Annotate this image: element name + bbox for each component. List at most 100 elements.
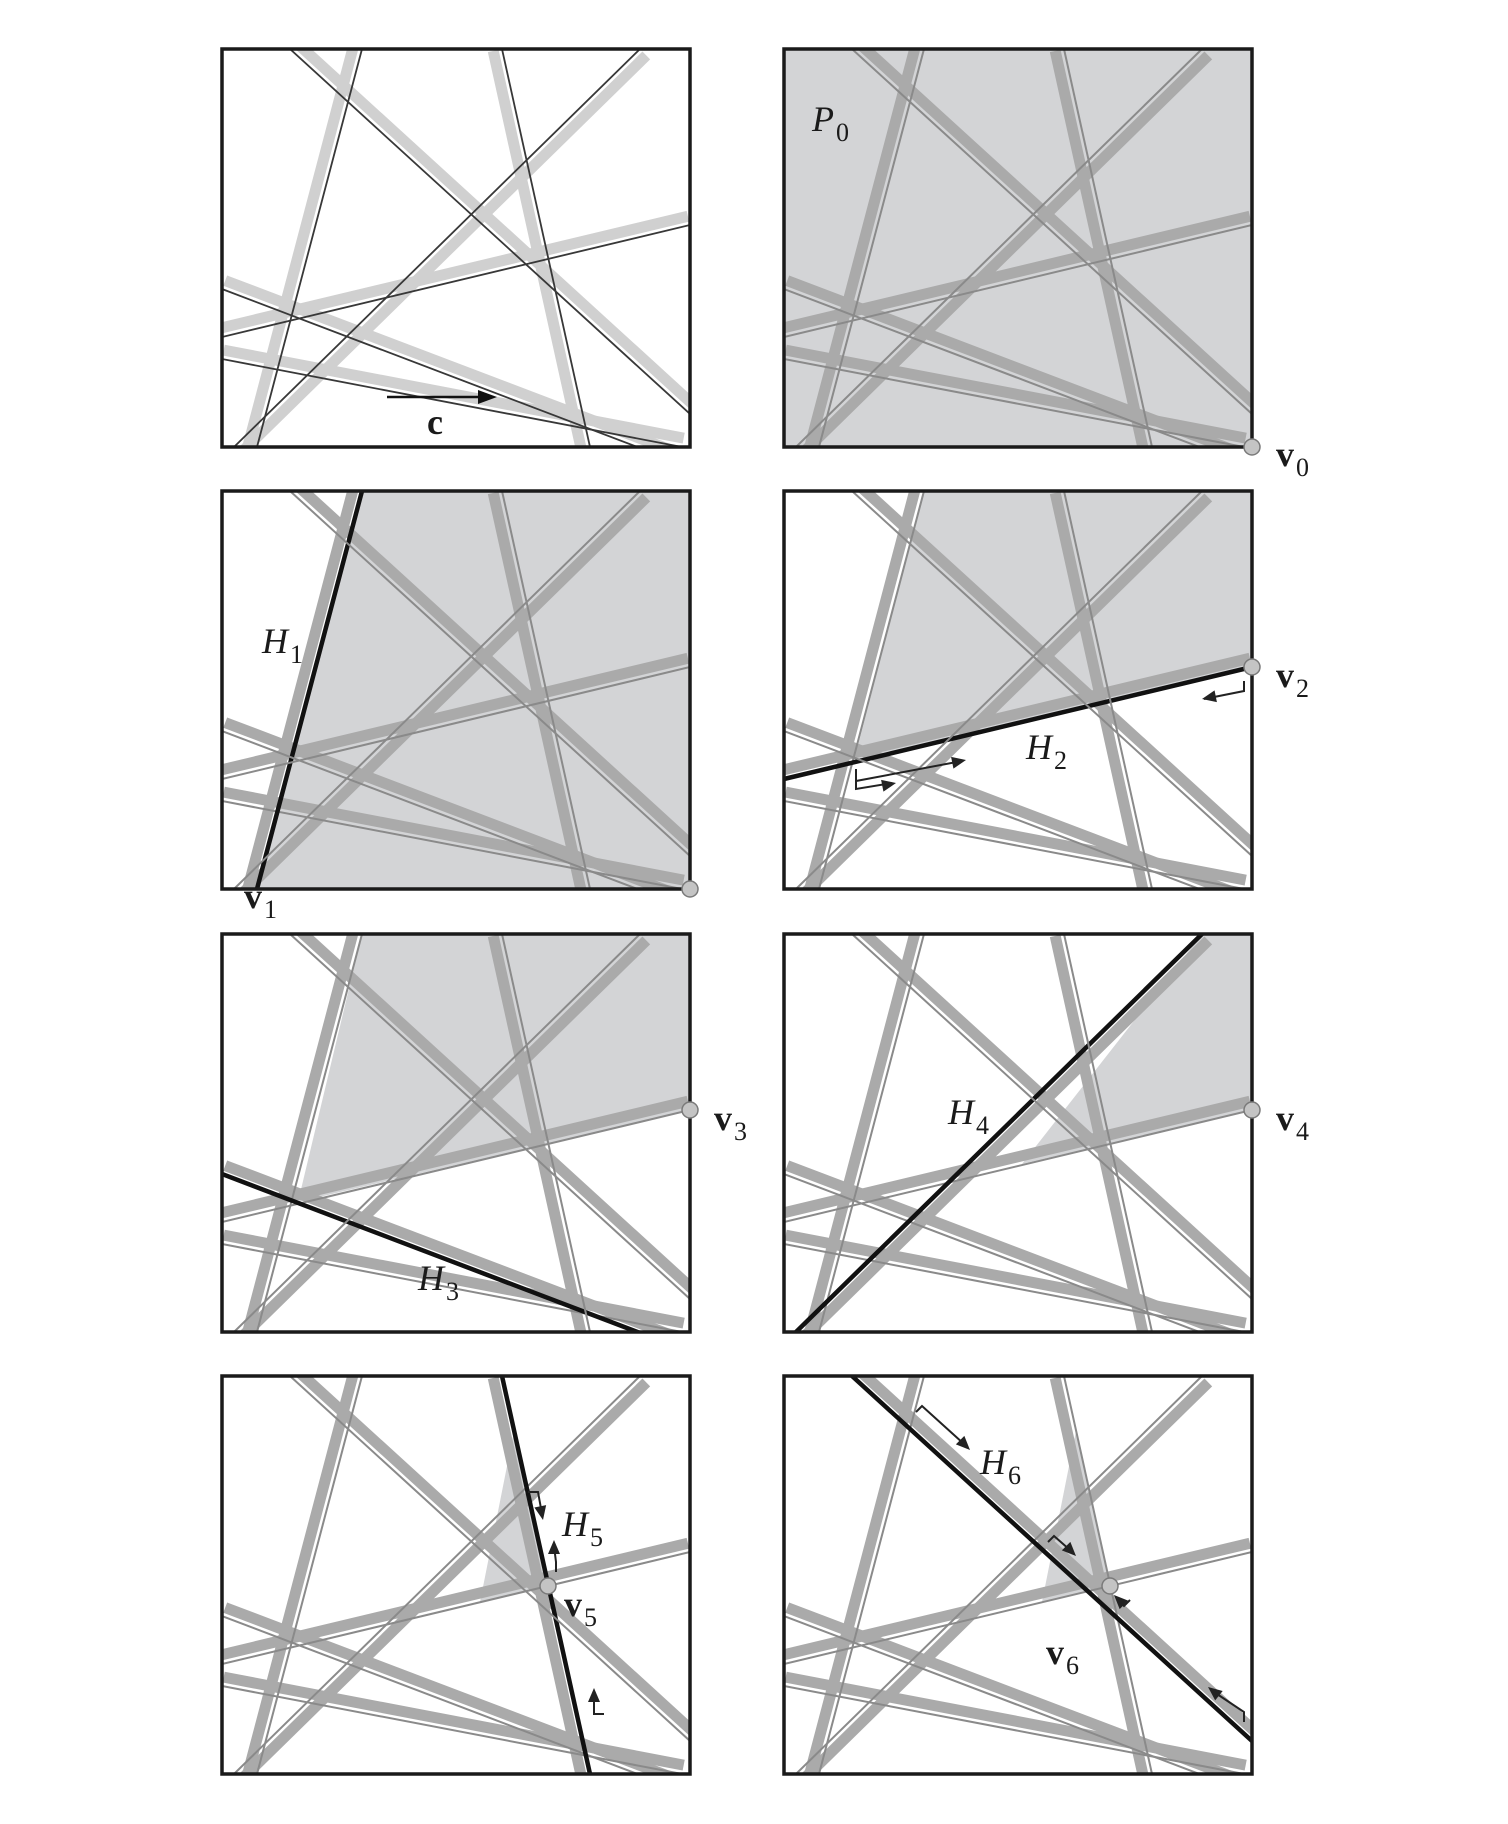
constraint-line-H4 [795,1376,1203,1774]
constraint-line-H3 [784,730,1203,889]
current-constraint-line [850,1376,1252,1743]
constraint-line-H5 [501,934,591,1332]
panel-6: H4 v4 [782,932,1309,1334]
halfplane-side-arrow-icon [915,1404,965,1445]
constraint-line-H6 [289,49,690,415]
halfplane-halo-H3 [785,1602,1241,1774]
constraint-line-A [222,1243,683,1332]
panel-3: H1 v1 [220,489,699,924]
constraint-line-A [222,1685,683,1774]
current-constraint-line [222,1171,644,1332]
label-H6: H6 [979,1442,1021,1490]
halfplane-halo-H5 [487,934,587,1332]
vertex-point-icon [1243,438,1261,456]
halfplane-halo-H5 [1049,934,1149,1332]
halfplane-side-arrow-icon [855,760,963,783]
constraint-line-H3 [784,1615,1203,1774]
label-v0: v0 [1276,434,1309,482]
panel-frame [782,1374,1254,1776]
direction-arrowhead [478,390,497,404]
feasible-region [257,491,690,889]
constraint-line-H5 [1063,934,1153,1332]
side-arrowhead [881,779,896,792]
panel-frame [220,47,692,449]
side-arrowhead [951,756,966,769]
halfplane-halo-H4 [800,936,1213,1332]
halfplane-halo-H3 [785,275,1241,447]
vertex-point-icon [681,1101,699,1119]
halfplane-halo-H4 [238,936,651,1332]
halfplane-halo-H1 [242,491,359,889]
vertex-point-icon [1243,1101,1261,1119]
panel-5: H3 v3 [220,932,747,1334]
side-arrowhead [955,1435,970,1450]
halfplane-halo-H3 [785,717,1241,889]
halfplane-halo-H3 [223,275,679,447]
constraint-line-H4 [795,49,1203,447]
halfplane-halo-H6 [857,934,1252,1295]
halfplane-halo-H1 [804,49,921,447]
label-H2: H2 [1025,727,1067,775]
side-arrowhead [588,1688,600,1702]
halfplane-halo-H5 [487,1376,587,1774]
vertex-point-icon [1243,658,1261,676]
halfplane-halo-H4 [800,1378,1213,1774]
halfplane-halo-H5 [487,491,587,889]
panel-frame [220,932,692,1334]
constraint-line-H6 [289,934,690,1300]
label-H3: H3 [417,1258,459,1306]
side-arrowhead [1208,1687,1223,1701]
constraint-line-H6 [289,491,690,857]
current-constraint-line [499,1376,593,1774]
halfplane-halo-H4 [238,1378,651,1774]
halfplane-halo-H1 [242,49,359,447]
constraint-line-H6 [289,1376,690,1742]
constraint-line-H1 [818,934,925,1332]
constraint-line-H6 [851,934,1252,1300]
halfplane-halo-H1 [804,491,921,889]
label-v4: v4 [1276,1098,1309,1146]
halfplane-halo-H4 [238,51,651,447]
panel-frame [782,932,1254,1334]
side-arrowhead [1061,1541,1076,1556]
halfplane-halo-H4 [800,51,1213,447]
constraint-line-H3 [784,288,1203,447]
constraint-line-A [784,1685,1245,1774]
halfplane-halo-H3 [223,1160,679,1332]
halfplane-halo-H6 [857,49,1252,410]
constraint-line-H4 [233,491,641,889]
feasible-region [1022,934,1252,1164]
label-v2: v2 [1276,655,1309,703]
label-H4: H4 [947,1092,989,1140]
vertex-point-icon [1101,1577,1119,1595]
halfplane-halo-H5 [1049,1376,1149,1774]
current-constraint-line [794,934,1204,1332]
constraint-line-H1 [818,491,925,889]
constraint-line-H5 [1063,49,1153,447]
halfplane-halo-H6 [857,491,1252,852]
halfplane-halo-H5 [1049,491,1149,889]
label-v5: v5 [564,1584,597,1632]
halfplane-halo-H6 [295,1376,690,1737]
label-v3: v3 [714,1098,747,1146]
constraint-line-A [784,1243,1245,1332]
side-arrowhead [534,1505,547,1520]
panel-4: H2 v2 [782,489,1309,891]
panel-frame [782,489,1254,891]
label-v1: v1 [244,876,277,924]
halfplane-halo-H6 [295,491,690,852]
constraint-line-H4 [795,491,1203,889]
panel-frame [782,47,1254,449]
halfplane-halo-H3 [223,717,679,889]
side-arrowhead [548,1540,560,1554]
label-H1: H1 [261,621,303,669]
halfplane-halo-H1 [804,1376,921,1774]
constraint-line-H1 [256,1376,363,1774]
halfplane-side-arrow-icon [1203,681,1245,700]
constraint-line-A [784,800,1245,889]
constraint-line-H4 [233,1376,641,1774]
halfplane-halo-H6 [295,934,690,1295]
